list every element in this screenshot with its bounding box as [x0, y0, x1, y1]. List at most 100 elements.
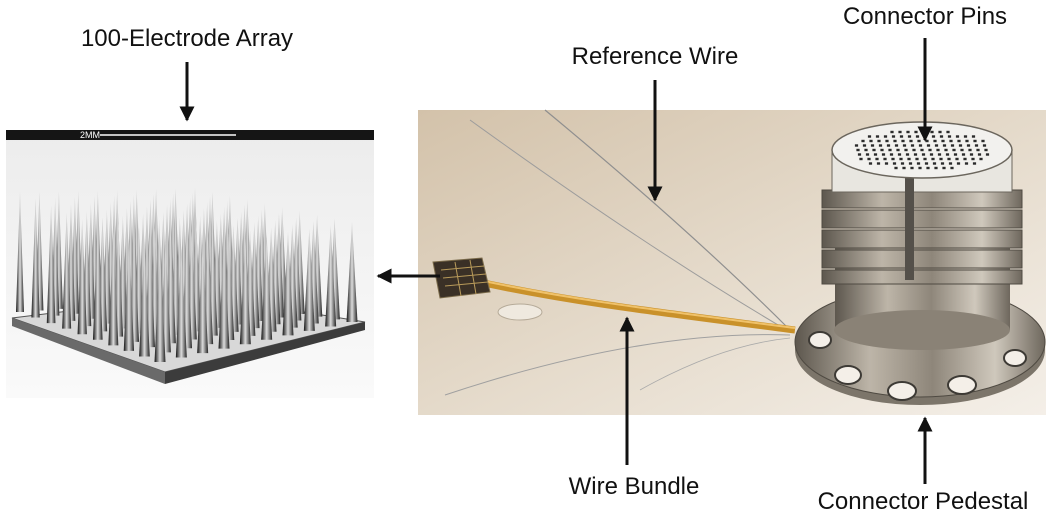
electrode-array-image: 2MM: [6, 130, 374, 398]
connector-pin: [949, 139, 953, 143]
connector-pin: [960, 148, 964, 152]
connector-pin: [918, 144, 923, 147]
connector-pin: [929, 153, 934, 156]
connector-pin: [920, 148, 924, 152]
reference-wire-4: [639, 337, 791, 391]
connector-pin: [888, 148, 892, 152]
electrode-spike: [139, 245, 150, 357]
electrode-spike: [108, 232, 119, 346]
connector-pin: [933, 139, 937, 143]
connector-pin: [936, 148, 940, 152]
electrode-spike: [77, 218, 87, 335]
connector-pin: [896, 148, 900, 152]
connector-pin: [932, 162, 937, 165]
connector-pin: [931, 157, 935, 161]
label-reference-wire: Reference Wire: [572, 43, 739, 70]
connector-pin: [963, 157, 967, 161]
connector-pin: [958, 144, 963, 147]
connector-pin: [910, 166, 914, 170]
connector-pin: [964, 162, 969, 165]
connector-pin: [901, 139, 905, 143]
connector-pin: [963, 135, 968, 138]
connector-pin: [908, 162, 913, 165]
electrode-spike: [175, 248, 187, 358]
connector-pin: [930, 130, 934, 134]
connector-pin: [916, 162, 921, 165]
electrode-spike: [31, 198, 40, 318]
label-connector-pins: Connector Pins: [843, 3, 1007, 30]
connector-pin: [974, 144, 979, 147]
connector-pin: [982, 144, 987, 147]
flange-hole: [947, 375, 977, 395]
connector-pin: [923, 157, 927, 161]
connector-pin: [948, 162, 953, 165]
connector-pin: [938, 130, 942, 134]
connector-pin: [977, 153, 982, 156]
label-electrode-array: 100-Electrode Array: [81, 25, 293, 52]
connector-pin: [942, 166, 946, 170]
array-base-edge-right: [165, 322, 365, 384]
connector-pin: [965, 139, 969, 143]
reference-wire-3: [444, 334, 791, 396]
connector-pin: [899, 157, 903, 161]
connector-pin: [913, 153, 918, 156]
connector-pin: [939, 157, 943, 161]
connector-pin: [979, 157, 983, 161]
connector-pin: [859, 157, 863, 161]
connector-pin: [985, 153, 990, 156]
connector-pin: [976, 148, 980, 152]
electrode-spike: [46, 205, 56, 324]
connector-pin: [905, 153, 910, 156]
connector-pin: [869, 139, 873, 143]
connector-pin: [881, 153, 886, 156]
connector-pin: [926, 166, 930, 170]
connector-pin: [973, 139, 977, 143]
connector-pin: [868, 162, 873, 165]
connector-pin: [955, 135, 960, 138]
connector-pin: [902, 166, 906, 170]
connector-photo: [418, 109, 1046, 415]
connector-pin: [890, 130, 894, 134]
connector-pin: [867, 157, 871, 161]
connector-pin: [917, 139, 921, 143]
electrode-spikes: [16, 188, 358, 362]
connector-pin: [880, 148, 884, 152]
reference-wire: [544, 109, 791, 331]
array-base-edge: [12, 318, 165, 384]
electrode-spike: [282, 232, 294, 336]
connector-pin: [891, 157, 895, 161]
connector-pin: [950, 166, 954, 170]
connector-pin: [854, 144, 859, 147]
connector-pin: [915, 135, 920, 138]
connector-pin: [969, 153, 974, 156]
connector-pin: [921, 153, 926, 156]
connector-pin: [856, 148, 860, 152]
flange-hole: [1003, 349, 1027, 367]
connector-pin: [926, 144, 931, 147]
connector-pin: [953, 153, 958, 156]
connector-pin: [910, 144, 915, 147]
connector-pin: [972, 162, 977, 165]
connector-pin: [912, 148, 916, 152]
connector-pin: [947, 135, 952, 138]
electrode-spike: [325, 225, 337, 327]
connector-pin: [981, 139, 985, 143]
connector-pin: [971, 157, 975, 161]
connector-pin: [914, 130, 918, 134]
connector-pin: [878, 144, 883, 147]
connector-pin: [875, 135, 880, 138]
connector-pin: [956, 162, 961, 165]
connector-body: [821, 121, 1023, 350]
connector-pin: [934, 144, 939, 147]
connector-pin: [925, 139, 929, 143]
connector-pin: [893, 139, 897, 143]
connector-pin: [957, 139, 961, 143]
connector-pin: [872, 148, 876, 152]
connector-pin: [877, 139, 881, 143]
connector-pin: [894, 144, 899, 147]
connector-pin: [950, 144, 955, 147]
flange-hole: [808, 331, 832, 349]
wire-bundle: [469, 276, 796, 334]
connector-pin: [885, 139, 889, 143]
